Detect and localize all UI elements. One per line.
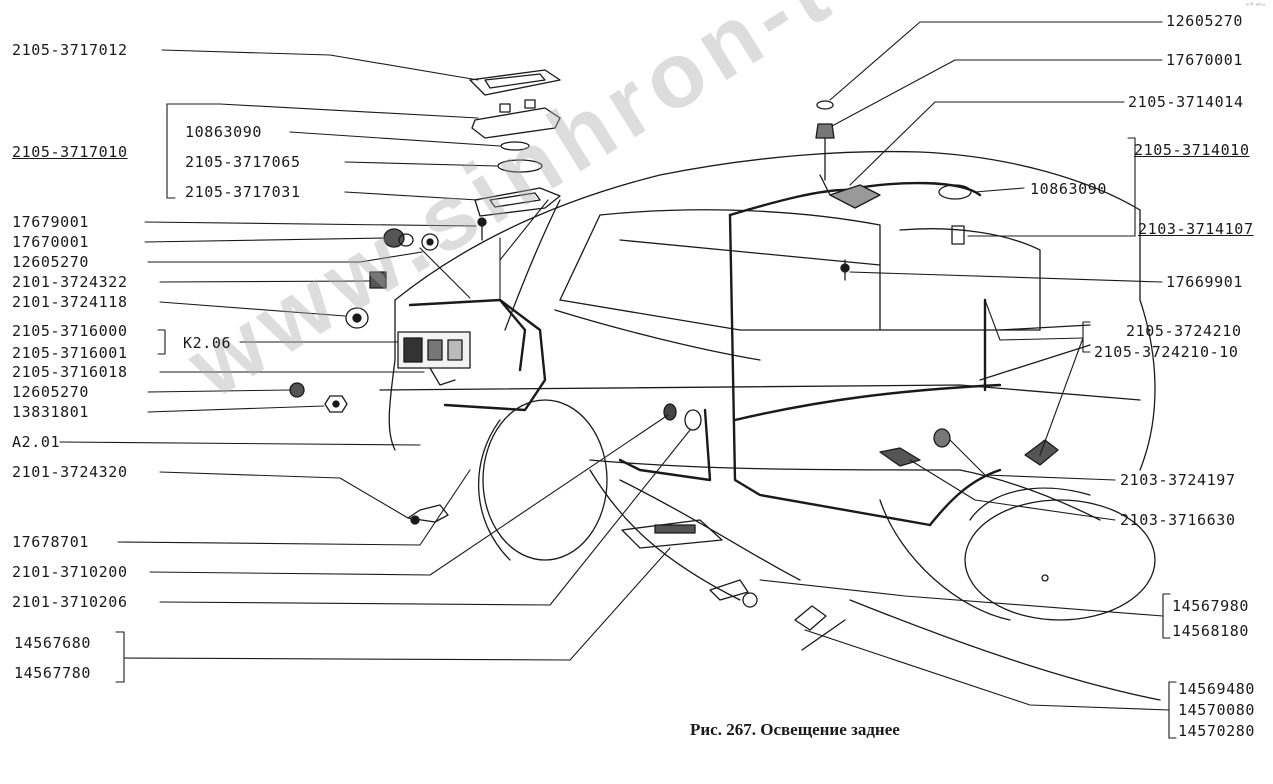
top-washer: [816, 100, 834, 110]
label-2101-3724322: 2101-3724322: [12, 273, 128, 291]
figure-caption: Рис. 267. Освещение заднее: [690, 720, 900, 739]
label-2105-3717065: 2105-3717065: [185, 153, 301, 171]
interior-screw: [840, 259, 850, 281]
label-a2-01: A2.01: [12, 433, 61, 451]
label-14569480: 14569480: [1178, 680, 1256, 698]
car-body: [379, 150, 1161, 701]
label-14570280: 14570280: [1178, 722, 1256, 740]
label-2105-3716000: 2105-3716000: [12, 322, 128, 340]
license-lamp-housing: [471, 99, 561, 139]
label-2105-3716001: 2105-3716001: [12, 344, 128, 362]
label-k2-06: K2.06: [183, 334, 232, 352]
label-2101-3710206: 2101-3710206: [12, 593, 128, 611]
label-10863090-left: 10863090: [185, 123, 263, 141]
washer: [421, 233, 439, 251]
rear-wheel-right: [964, 487, 1156, 621]
label-14568180: 14568180: [1172, 622, 1250, 640]
label-2103-3724197: 2103-3724197: [1120, 471, 1236, 489]
label-2105-3714010: 2105-3714010: [1134, 141, 1250, 159]
wire-terminal: [879, 428, 951, 467]
label-2103-3714107: 2103-3714107: [1138, 220, 1254, 238]
leader-lines-right: [759, 21, 1177, 739]
label-2105-3716018: 2105-3716018: [12, 363, 128, 381]
lamp-lens: [474, 187, 561, 217]
label-2101-3724118: 2101-3724118: [12, 293, 128, 311]
label-2105-3717031: 2105-3717031: [185, 183, 301, 201]
label-17679001: 17679001: [12, 213, 90, 231]
label-17670001-right: 17670001: [1166, 51, 1244, 69]
bumper-light-bracket: [621, 519, 723, 549]
rear-lamp-unit: [397, 331, 471, 386]
ground-clamp: [407, 504, 449, 525]
grommet: [345, 307, 369, 329]
harness-holder: [794, 605, 846, 651]
label-2101-3724320: 2101-3724320: [12, 463, 128, 481]
corner-mark: ᵐ° ʷᵏᵃ: [1245, 2, 1265, 10]
harness-clip: [709, 579, 758, 608]
label-2105-3724210: 2105-3724210: [1126, 322, 1242, 340]
door-switch: [951, 225, 965, 245]
label-17670001-left: 17670001: [12, 233, 90, 251]
cap-nut: [383, 228, 414, 248]
lamp-seal-ring: [497, 159, 543, 173]
label-17678701: 17678701: [12, 533, 90, 551]
label-2103-3716630: 2103-3716630: [1120, 511, 1236, 529]
interior-lamp-bulb: [938, 184, 972, 200]
label-13831801: 13831801: [12, 403, 90, 421]
top-nut: [815, 123, 835, 181]
label-12605270-left-b: 12605270: [12, 383, 90, 401]
connector-plug: [663, 403, 702, 431]
label-2105-3717010: 2105-3717010: [12, 143, 128, 161]
rear-wheel-left: [477, 399, 608, 561]
nut-small: [289, 382, 305, 398]
label-2101-3710200: 2101-3710200: [12, 563, 128, 581]
interior-lamp-housing: [819, 174, 881, 209]
lamp-bulb: [500, 141, 530, 151]
lamp-lens-gasket: [469, 69, 561, 96]
label-2105-3724210-10: 2105-3724210-10: [1094, 343, 1239, 361]
label-2105-3714014: 2105-3714014: [1128, 93, 1244, 111]
label-12605270-right: 12605270: [1166, 12, 1244, 30]
label-12605270-left-a: 12605270: [12, 253, 90, 271]
hex-nut: [324, 395, 348, 413]
label-10863090-right: 10863090: [1030, 180, 1108, 198]
label-14567680: 14567680: [14, 634, 92, 652]
screw-small: [477, 217, 487, 241]
label-14567780: 14567780: [14, 664, 92, 682]
leader-lines-left: [59, 49, 691, 683]
bulb-holder-clip: [369, 271, 387, 289]
label-14570080: 14570080: [1178, 701, 1256, 719]
label-17669901: 17669901: [1166, 273, 1244, 291]
label-2105-3717012: 2105-3717012: [12, 41, 128, 59]
label-14567980: 14567980: [1172, 597, 1250, 615]
